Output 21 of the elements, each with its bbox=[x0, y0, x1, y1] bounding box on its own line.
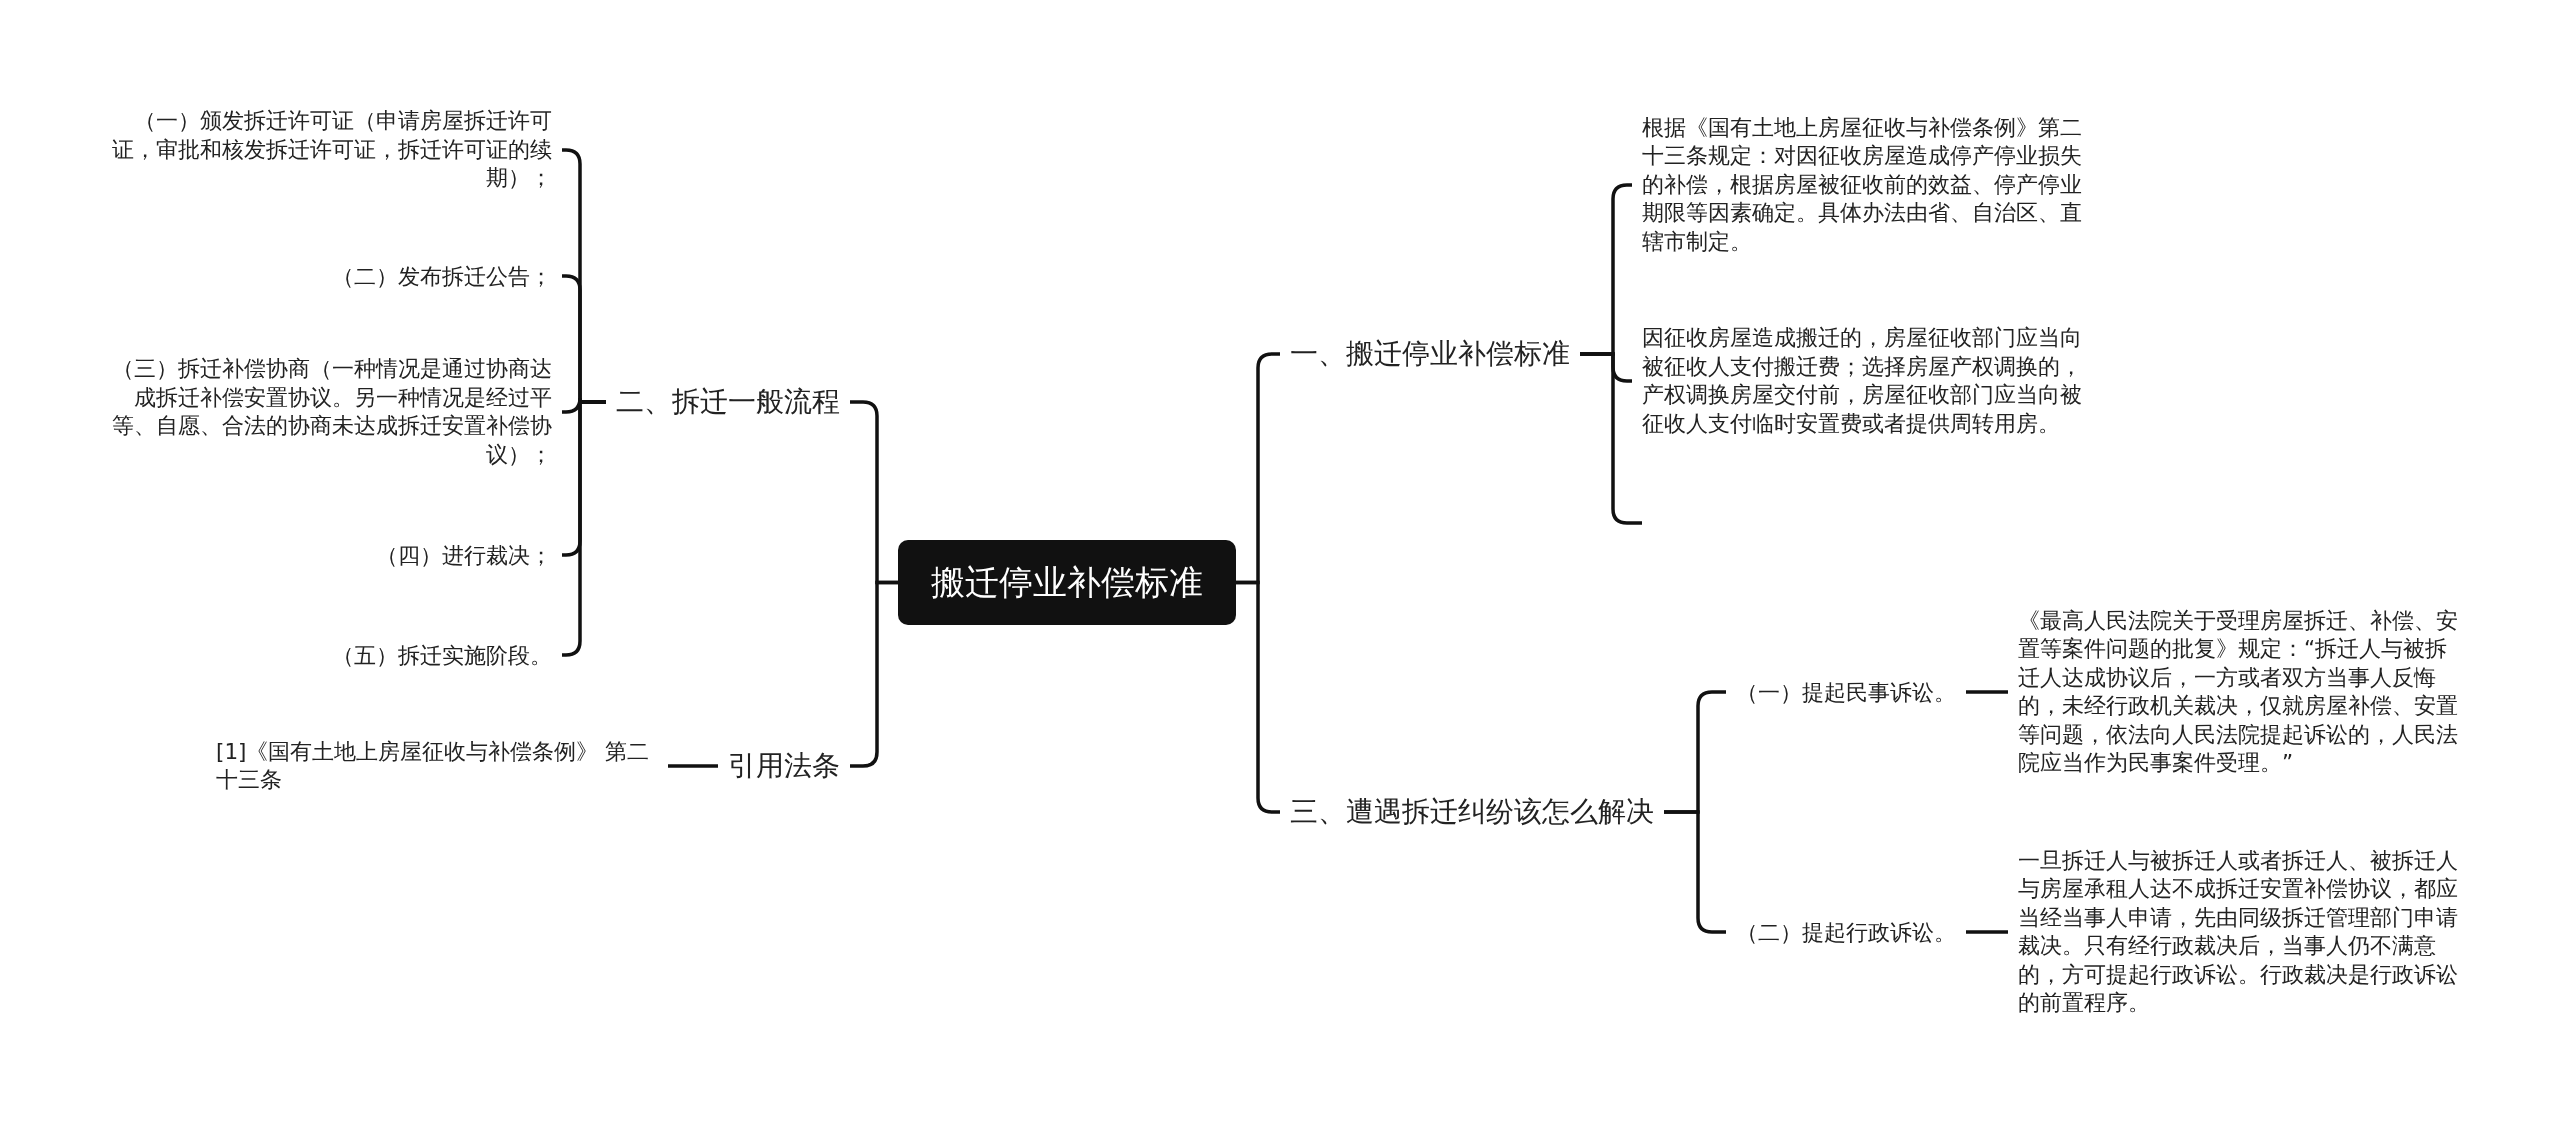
leaf-text: （四）进行裁决； bbox=[366, 536, 562, 574]
leaf-text: 根据《国有土地上房屋征收与补偿条例》第二十三条规定：对因征收房屋造成停产停业损失的补偿，根据房屋被征收前的效益、停产停业期限等因素确定。具体办法由省、自治区、直辖市制定。 bbox=[1632, 109, 2098, 261]
leaf-text: （二）提起行政诉讼。 bbox=[1726, 913, 1966, 951]
branch-topic: 三、遭遇拆迁纠纷该怎么解决 bbox=[1280, 789, 1664, 835]
branch-topic: 引用法条 bbox=[718, 743, 850, 789]
leaf-text: （一）颁发拆迁许可证（申请房屋拆迁许可证，审批和核发拆迁许可证，拆迁许可证的续期）； bbox=[100, 103, 562, 197]
central-topic-box: 搬迁停业补偿标准 bbox=[898, 540, 1236, 625]
branch-topic: 二、拆迁一般流程 bbox=[606, 379, 850, 425]
branch-topic: 一、搬迁停业补偿标准 bbox=[1280, 331, 1580, 377]
leaf-text: （五）拆迁实施阶段。 bbox=[322, 636, 562, 674]
leaf-text: （三）拆迁补偿协商（一种情况是通过协商达成拆迁补偿安置协议。另一种情况是经过平等、自愿、合法的协商未达成拆迁安置补偿协议）； bbox=[100, 351, 562, 473]
connector-line bbox=[1966, 930, 2008, 934]
leaf-text: 因征收房屋造成搬迁的，房屋征收部门应当向被征收人支付搬迁费；选择房屋产权调换的，产权调换房屋交付前，房屋征收部门应当向被征收人支付临时安置费或者提供周转用房。 bbox=[1632, 320, 2098, 442]
leaf-text: 一旦拆迁人与被拆迁人或者拆迁人、被拆迁人与房屋承租人达不成拆迁安置补偿协议，都应当经当事人申请，先由同级拆迁管理部门申请裁决。只有经行政裁决后，当事人仍不满意的，方可提起行政诉讼。行政裁决是行政诉讼的前置程序。 bbox=[2008, 842, 2474, 1022]
connector-line bbox=[668, 764, 718, 768]
leaf-text: （二）发布拆迁公告； bbox=[322, 257, 562, 295]
connector-line bbox=[1580, 352, 1642, 525]
leaf-text: 《最高人民法院关于受理房屋拆迁、补偿、安置等案件问题的批复》规定：“拆迁人与被拆迁人达成协议后，一方或者双方当事人反悔的，未经行政机关裁决，仅就房屋补偿、安置等问题，依法向人民法院提起诉讼的，人民法院应当作为民事案件受理。” bbox=[2008, 602, 2474, 782]
connector-line bbox=[1966, 690, 2008, 694]
leaf-text: [1]《国有土地上房屋征收与补偿条例》 第二十三条 bbox=[206, 733, 668, 799]
leaf-text: （一）提起民事诉讼。 bbox=[1726, 673, 1966, 711]
